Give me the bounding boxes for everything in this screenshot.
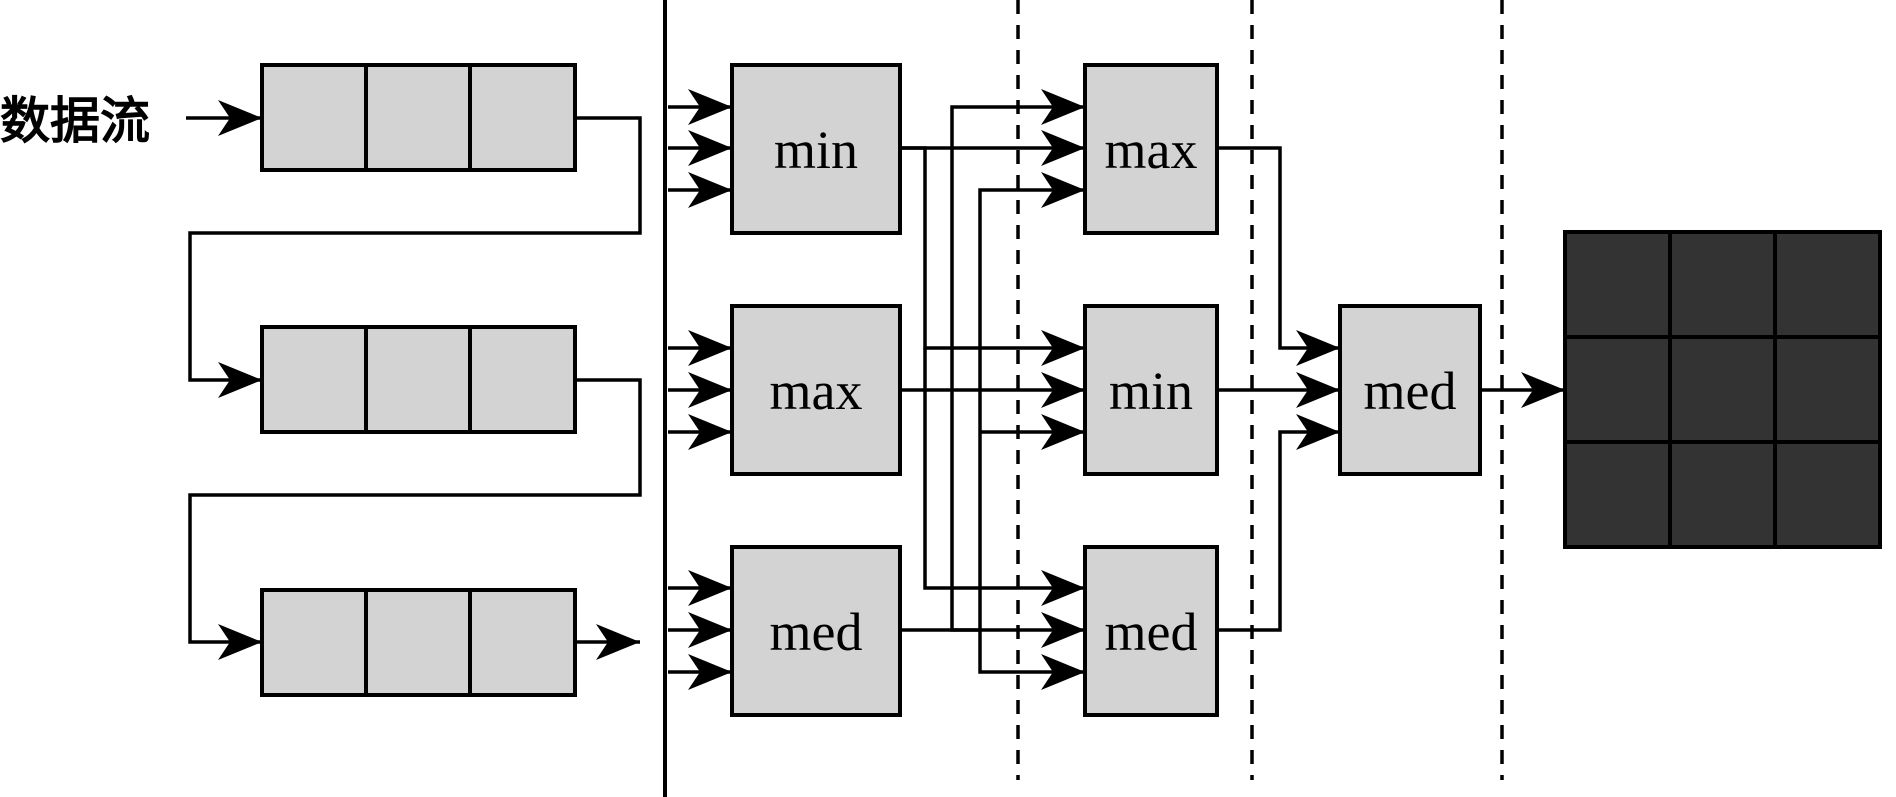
output-cell [1668,440,1777,549]
stage1-node-med: med [730,545,902,717]
stage2-node-min: min [1083,304,1219,476]
node-label: min [774,120,858,180]
buffer-cell [468,63,577,172]
buffer-cell [260,325,368,434]
node-label: med [1105,602,1198,662]
buffer-cell [364,588,472,697]
stage1-input-arrows [668,89,732,690]
stage2-to-stage3-wiring [1217,146,1340,632]
line-buffer-row-3 [260,588,577,697]
buffer-cell [260,588,368,697]
buffer-cell [468,588,577,697]
stage3-node-med: med [1338,304,1482,476]
output-cell [1563,440,1672,549]
stage2-node-max: max [1083,63,1219,235]
buffer-cell [364,325,472,434]
output-cell [1668,335,1777,444]
buffer-cell [468,325,577,434]
stage1-node-max: max [730,304,902,476]
node-label: med [770,602,863,662]
node-label: med [1364,361,1457,421]
output-cell [1773,335,1882,444]
line-buffer-row-1 [260,63,577,172]
output-cell [1563,335,1672,444]
data-stream-label: 数据流 [0,92,150,150]
stage2-node-med: med [1083,545,1219,717]
buffer-cell [260,63,368,172]
buffer-chain-wire-1 [188,116,642,398]
output-cell [1773,440,1882,549]
buffer-chain-wire-2 [188,378,642,660]
stage1-node-min: min [730,63,902,235]
buffer-cell [364,63,472,172]
node-label: max [1105,120,1198,180]
output-cell [1773,230,1882,339]
node-label: max [770,361,863,421]
line-buffer-row-2 [260,325,577,434]
output-window-grid [1563,230,1882,549]
node-label: min [1109,361,1193,421]
stage1-to-stage2-wiring [900,89,1085,690]
output-cell [1563,230,1672,339]
output-cell [1668,230,1777,339]
